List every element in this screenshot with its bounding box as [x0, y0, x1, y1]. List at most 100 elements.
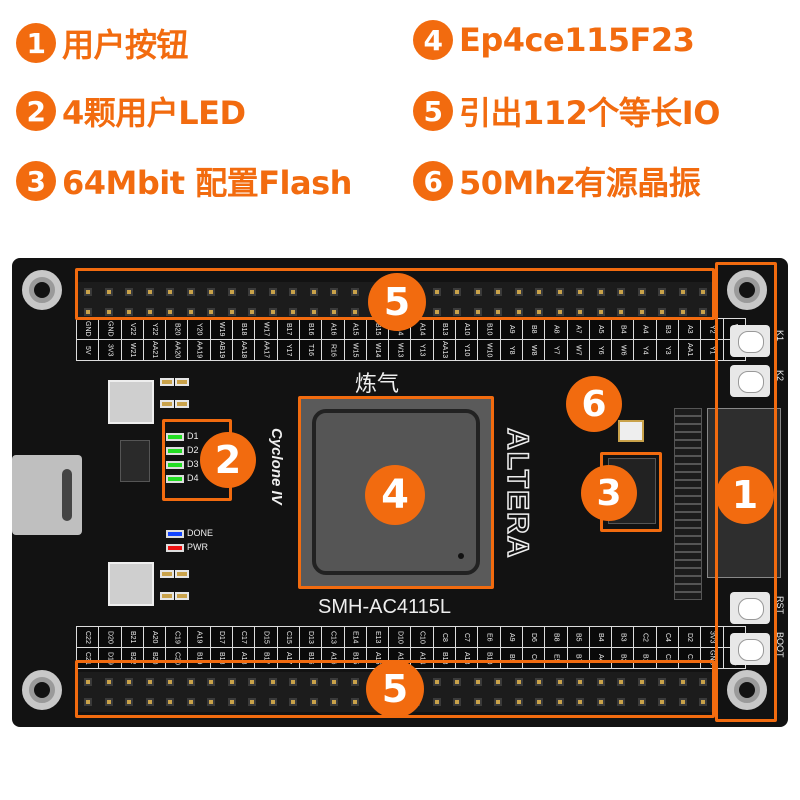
header-pin — [509, 672, 530, 692]
pin-label: B20 — [166, 319, 188, 339]
altera-logo: ALTERA — [500, 427, 535, 560]
pin-label: W8 — [522, 340, 545, 360]
led-d4 — [166, 475, 184, 483]
pin-label: GND — [99, 319, 121, 339]
header-pin — [345, 282, 366, 302]
header-pin — [488, 282, 509, 302]
pin-label: W21 — [121, 340, 143, 360]
pin-label: A3 — [679, 319, 701, 339]
header-pin — [509, 302, 530, 322]
callout-number-icon: 3 — [16, 161, 56, 201]
header-pin — [160, 692, 181, 712]
header-pin — [529, 282, 550, 302]
header-pin — [570, 672, 591, 692]
pin-label: C4 — [656, 627, 679, 647]
header-pin — [99, 302, 120, 322]
button-rst[interactable] — [730, 592, 770, 624]
header-pin — [611, 302, 632, 322]
pin-label: D2 — [679, 627, 701, 647]
pin-label: A7 — [567, 319, 589, 339]
pin-label: C17 — [233, 627, 255, 647]
button-k2[interactable] — [730, 365, 770, 397]
button-k1[interactable] — [730, 325, 770, 357]
header-pin — [447, 302, 468, 322]
pin-label: AA21 — [143, 340, 166, 360]
header-pin — [160, 672, 181, 692]
header-pin — [632, 282, 653, 302]
header-pin — [119, 282, 140, 302]
callout-number-icon: 1 — [16, 23, 56, 63]
header-pin — [652, 692, 673, 712]
feature-text: 4颗用户LED — [62, 94, 246, 132]
header-pin — [283, 692, 304, 712]
pin-label: Y10 — [456, 340, 478, 360]
header-pin — [570, 692, 591, 712]
pin-label: V22 — [121, 319, 143, 339]
pin-label: A13 — [456, 648, 478, 668]
header-pin — [509, 692, 530, 712]
led-d1 — [166, 433, 184, 441]
header-pin — [242, 672, 263, 692]
header-pin — [283, 672, 304, 692]
pin-label: AA1 — [679, 340, 701, 360]
pin-label: A8 — [545, 319, 567, 339]
pin-label: W7 — [567, 340, 589, 360]
pin-label: B9 — [500, 648, 522, 668]
side-header — [674, 408, 702, 600]
callout-6: 6 — [566, 376, 622, 432]
button-boot[interactable] — [730, 633, 770, 665]
header-pin — [181, 302, 202, 322]
header-pin — [304, 282, 325, 302]
header-pin — [99, 692, 120, 712]
pin-label: A14 — [411, 648, 433, 668]
button-label: K2 — [775, 370, 785, 382]
pin-label: B3 — [612, 627, 634, 647]
pin-label: E13 — [366, 627, 389, 647]
pin-label: B4 — [612, 319, 634, 339]
header-pin — [119, 672, 140, 692]
pin-label: B13 — [433, 319, 456, 339]
callout-3: 3 — [581, 465, 637, 521]
smd-component — [175, 378, 189, 386]
header-pin — [181, 282, 202, 302]
mounting-hole — [22, 270, 62, 310]
pin-label: D19 — [99, 648, 121, 668]
mounting-hole — [22, 670, 62, 710]
led-done — [166, 530, 184, 538]
oscillator — [618, 420, 644, 442]
pin-label: AB19 — [210, 340, 233, 360]
pin-label: E6 — [478, 627, 500, 647]
pin-label: A18 — [233, 648, 255, 668]
pin-label: C3 — [656, 648, 679, 668]
header-pin — [468, 672, 489, 692]
header-pin — [447, 282, 468, 302]
header-pin — [140, 302, 161, 322]
pin-label: B2 — [612, 648, 634, 668]
header-pin — [324, 672, 345, 692]
smd-component — [175, 570, 189, 578]
pin-label: E5 — [545, 648, 567, 668]
callout-number-icon: 6 — [413, 161, 453, 201]
pin-label: B10 — [478, 319, 500, 339]
pin-label: A20 — [143, 627, 166, 647]
header-pin — [140, 282, 161, 302]
callout-number-icon: 2 — [16, 91, 56, 131]
pin-label: Y3 — [656, 340, 679, 360]
header-pin — [591, 672, 612, 692]
pin-label: D13 — [299, 627, 322, 647]
pin-label: B17 — [255, 648, 277, 668]
header-pin — [222, 282, 243, 302]
callout-5-bottom: 5 — [366, 660, 424, 718]
pin-label: C20 — [166, 648, 188, 668]
header-pin — [591, 302, 612, 322]
pin-label: B15 — [344, 648, 366, 668]
pin-label: AA17 — [255, 340, 277, 360]
header-pin — [570, 282, 591, 302]
feature-text: 50Mhz有源晶振 — [459, 164, 701, 202]
